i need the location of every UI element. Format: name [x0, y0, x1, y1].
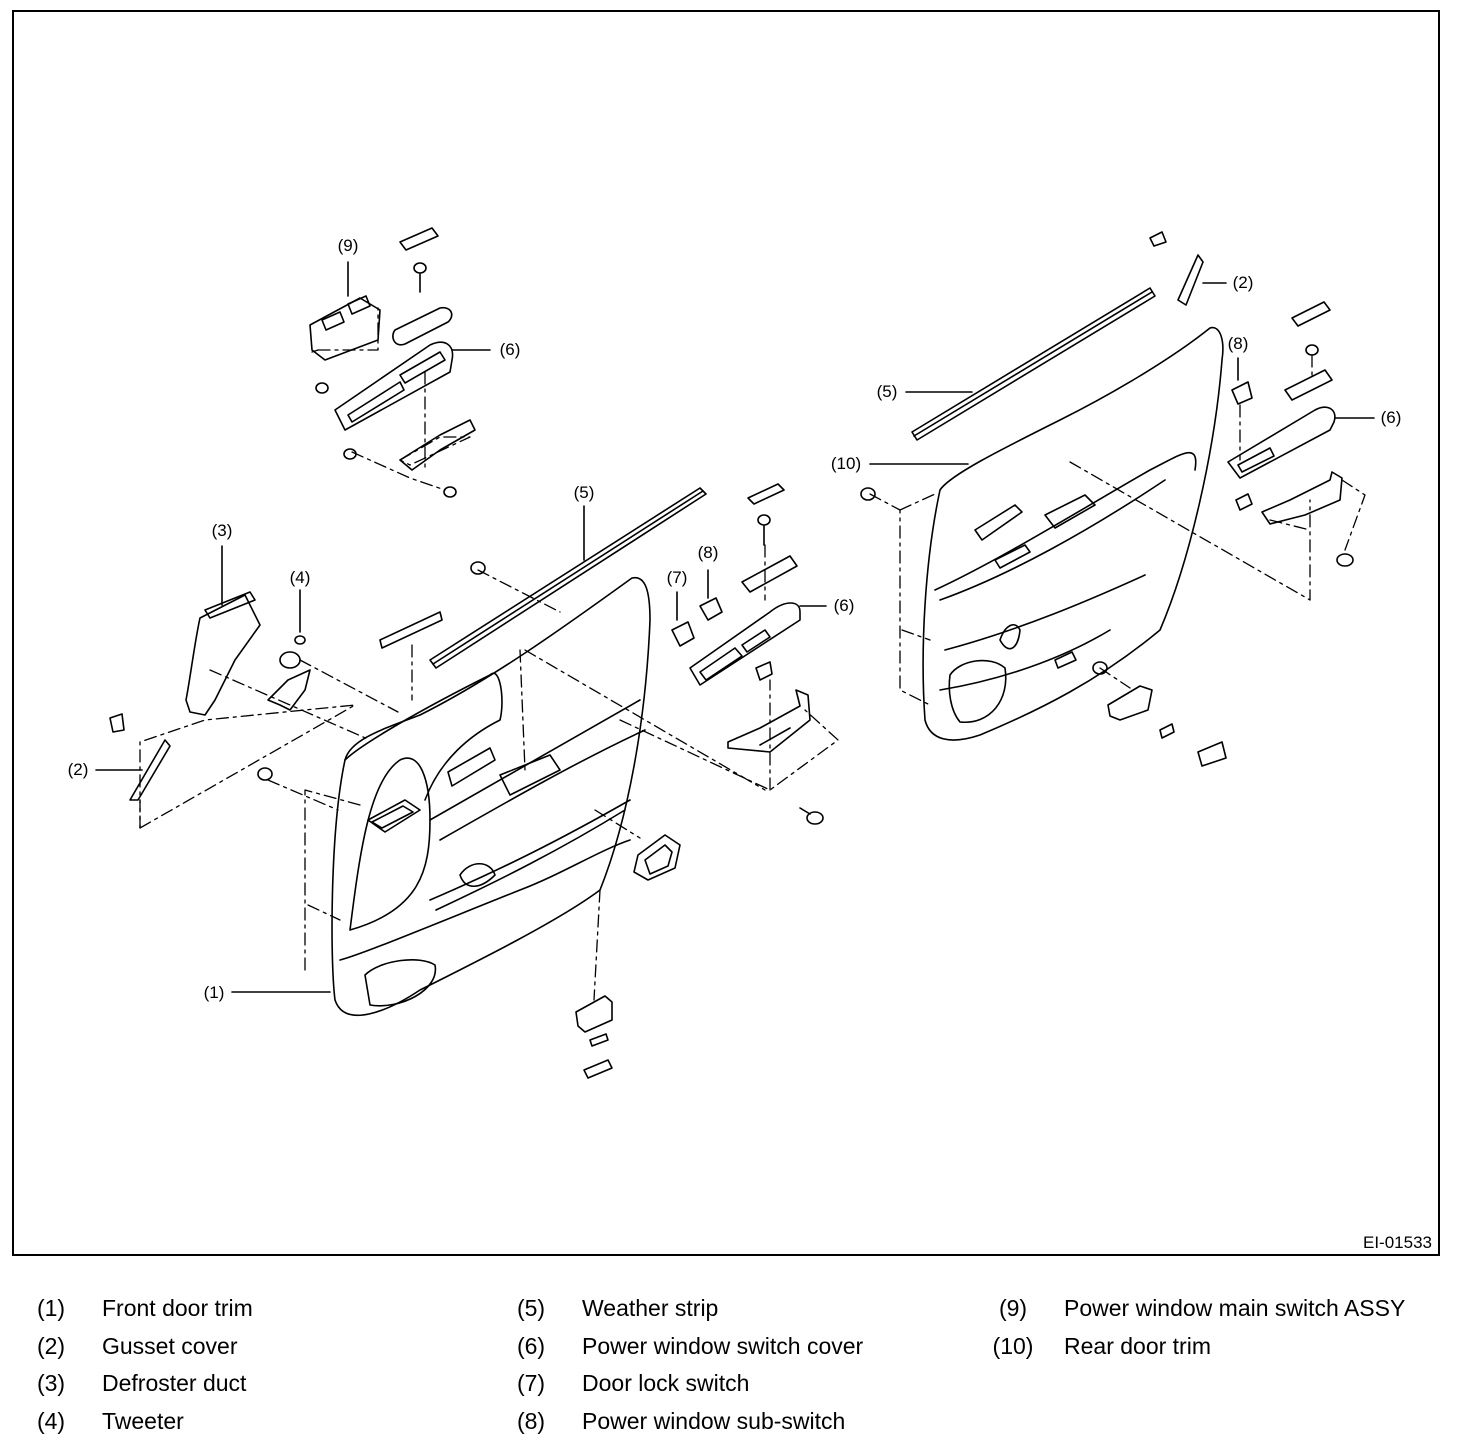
legend-label: Gusset cover: [102, 1332, 238, 1359]
callout-10: (10): [830, 454, 862, 473]
legend-number: (4): [36, 1407, 66, 1434]
legend-number: (3): [36, 1370, 66, 1397]
legend-number: (2): [36, 1332, 66, 1359]
legend-label: Power window main switch ASSY: [1064, 1295, 1406, 1322]
legend-label: Power window switch cover: [582, 1332, 864, 1359]
legend-label: Rear door trim: [1064, 1332, 1211, 1359]
callout-5-front: (5): [573, 483, 595, 502]
legend-item: (4) Tweeter: [18, 1403, 253, 1441]
front-door-trim: [331, 576, 651, 1017]
callout-7: (7): [666, 568, 688, 587]
legend-item: (7) Door lock switch: [498, 1365, 863, 1403]
legend-column-1: (1) Front door trim (2) Gusset cover (3) De…: [18, 1290, 253, 1440]
exploded-view-diagram: [95, 227, 1375, 1079]
legend-item: (9) Power window main switch ASSY: [980, 1290, 1405, 1328]
rear-small-parts: [860, 231, 1354, 767]
legend-item: (3) Defroster duct: [18, 1365, 253, 1403]
assembly-lines: [139, 307, 1366, 1001]
legend-number: (10): [992, 1332, 1034, 1359]
callout-5-rear: (5): [876, 382, 898, 401]
legend-item: (6) Power window switch cover: [498, 1328, 863, 1366]
callout-6-front-upper: (6): [499, 340, 521, 359]
legend-number: (8): [516, 1407, 546, 1434]
legend-item: (1) Front door trim: [18, 1290, 253, 1328]
callout-2-front: (2): [67, 760, 89, 779]
callout-3: (3): [211, 521, 233, 540]
legend-column-3: (9) Power window main switch ASSY (10) Rea…: [980, 1290, 1406, 1366]
legend-number: (9): [998, 1295, 1028, 1322]
leader-lines: [95, 261, 1375, 993]
callout-6-front: (6): [833, 596, 855, 615]
callout-8-front: (8): [697, 543, 719, 562]
legend-label: Defroster duct: [102, 1370, 247, 1397]
rear-door-trim: [922, 326, 1224, 741]
callout-4: (4): [289, 568, 311, 587]
legend-number: (6): [516, 1332, 546, 1359]
figure-code: EI-01533: [1363, 1233, 1432, 1252]
legend-number: (5): [516, 1295, 546, 1322]
legend-item: (8) Power window sub-switch: [498, 1403, 863, 1441]
rear-weather-strip: [911, 287, 1156, 441]
legend-number: (1): [36, 1295, 66, 1322]
main-switch-parts: [309, 227, 476, 498]
legend-item: (10) Rear door trim: [980, 1328, 1405, 1366]
callout-8-rear: (8): [1227, 334, 1249, 353]
legend-label: Tweeter: [102, 1407, 184, 1434]
legend-item: (2) Gusset cover: [18, 1328, 253, 1366]
diagram-frame: [12, 10, 1440, 1256]
front-small-parts: [109, 561, 681, 1079]
legend-label: Front door trim: [102, 1295, 253, 1322]
legend-number: (7): [516, 1370, 546, 1397]
callout-9: (9): [337, 236, 359, 255]
legend-label: Door lock switch: [582, 1370, 750, 1397]
front-weather-strip: [429, 487, 707, 669]
legend-column-2: (5) Weather strip (6) Power window switch …: [498, 1290, 863, 1440]
legend-label: Weather strip: [582, 1295, 719, 1322]
callout-2-rear: (2): [1232, 273, 1254, 292]
legend-label: Power window sub-switch: [582, 1407, 846, 1434]
legend-item: (5) Weather strip: [498, 1290, 863, 1328]
front-switch-parts: [671, 483, 824, 825]
callout-6-rear: (6): [1380, 408, 1402, 427]
callout-1: (1): [203, 983, 225, 1002]
